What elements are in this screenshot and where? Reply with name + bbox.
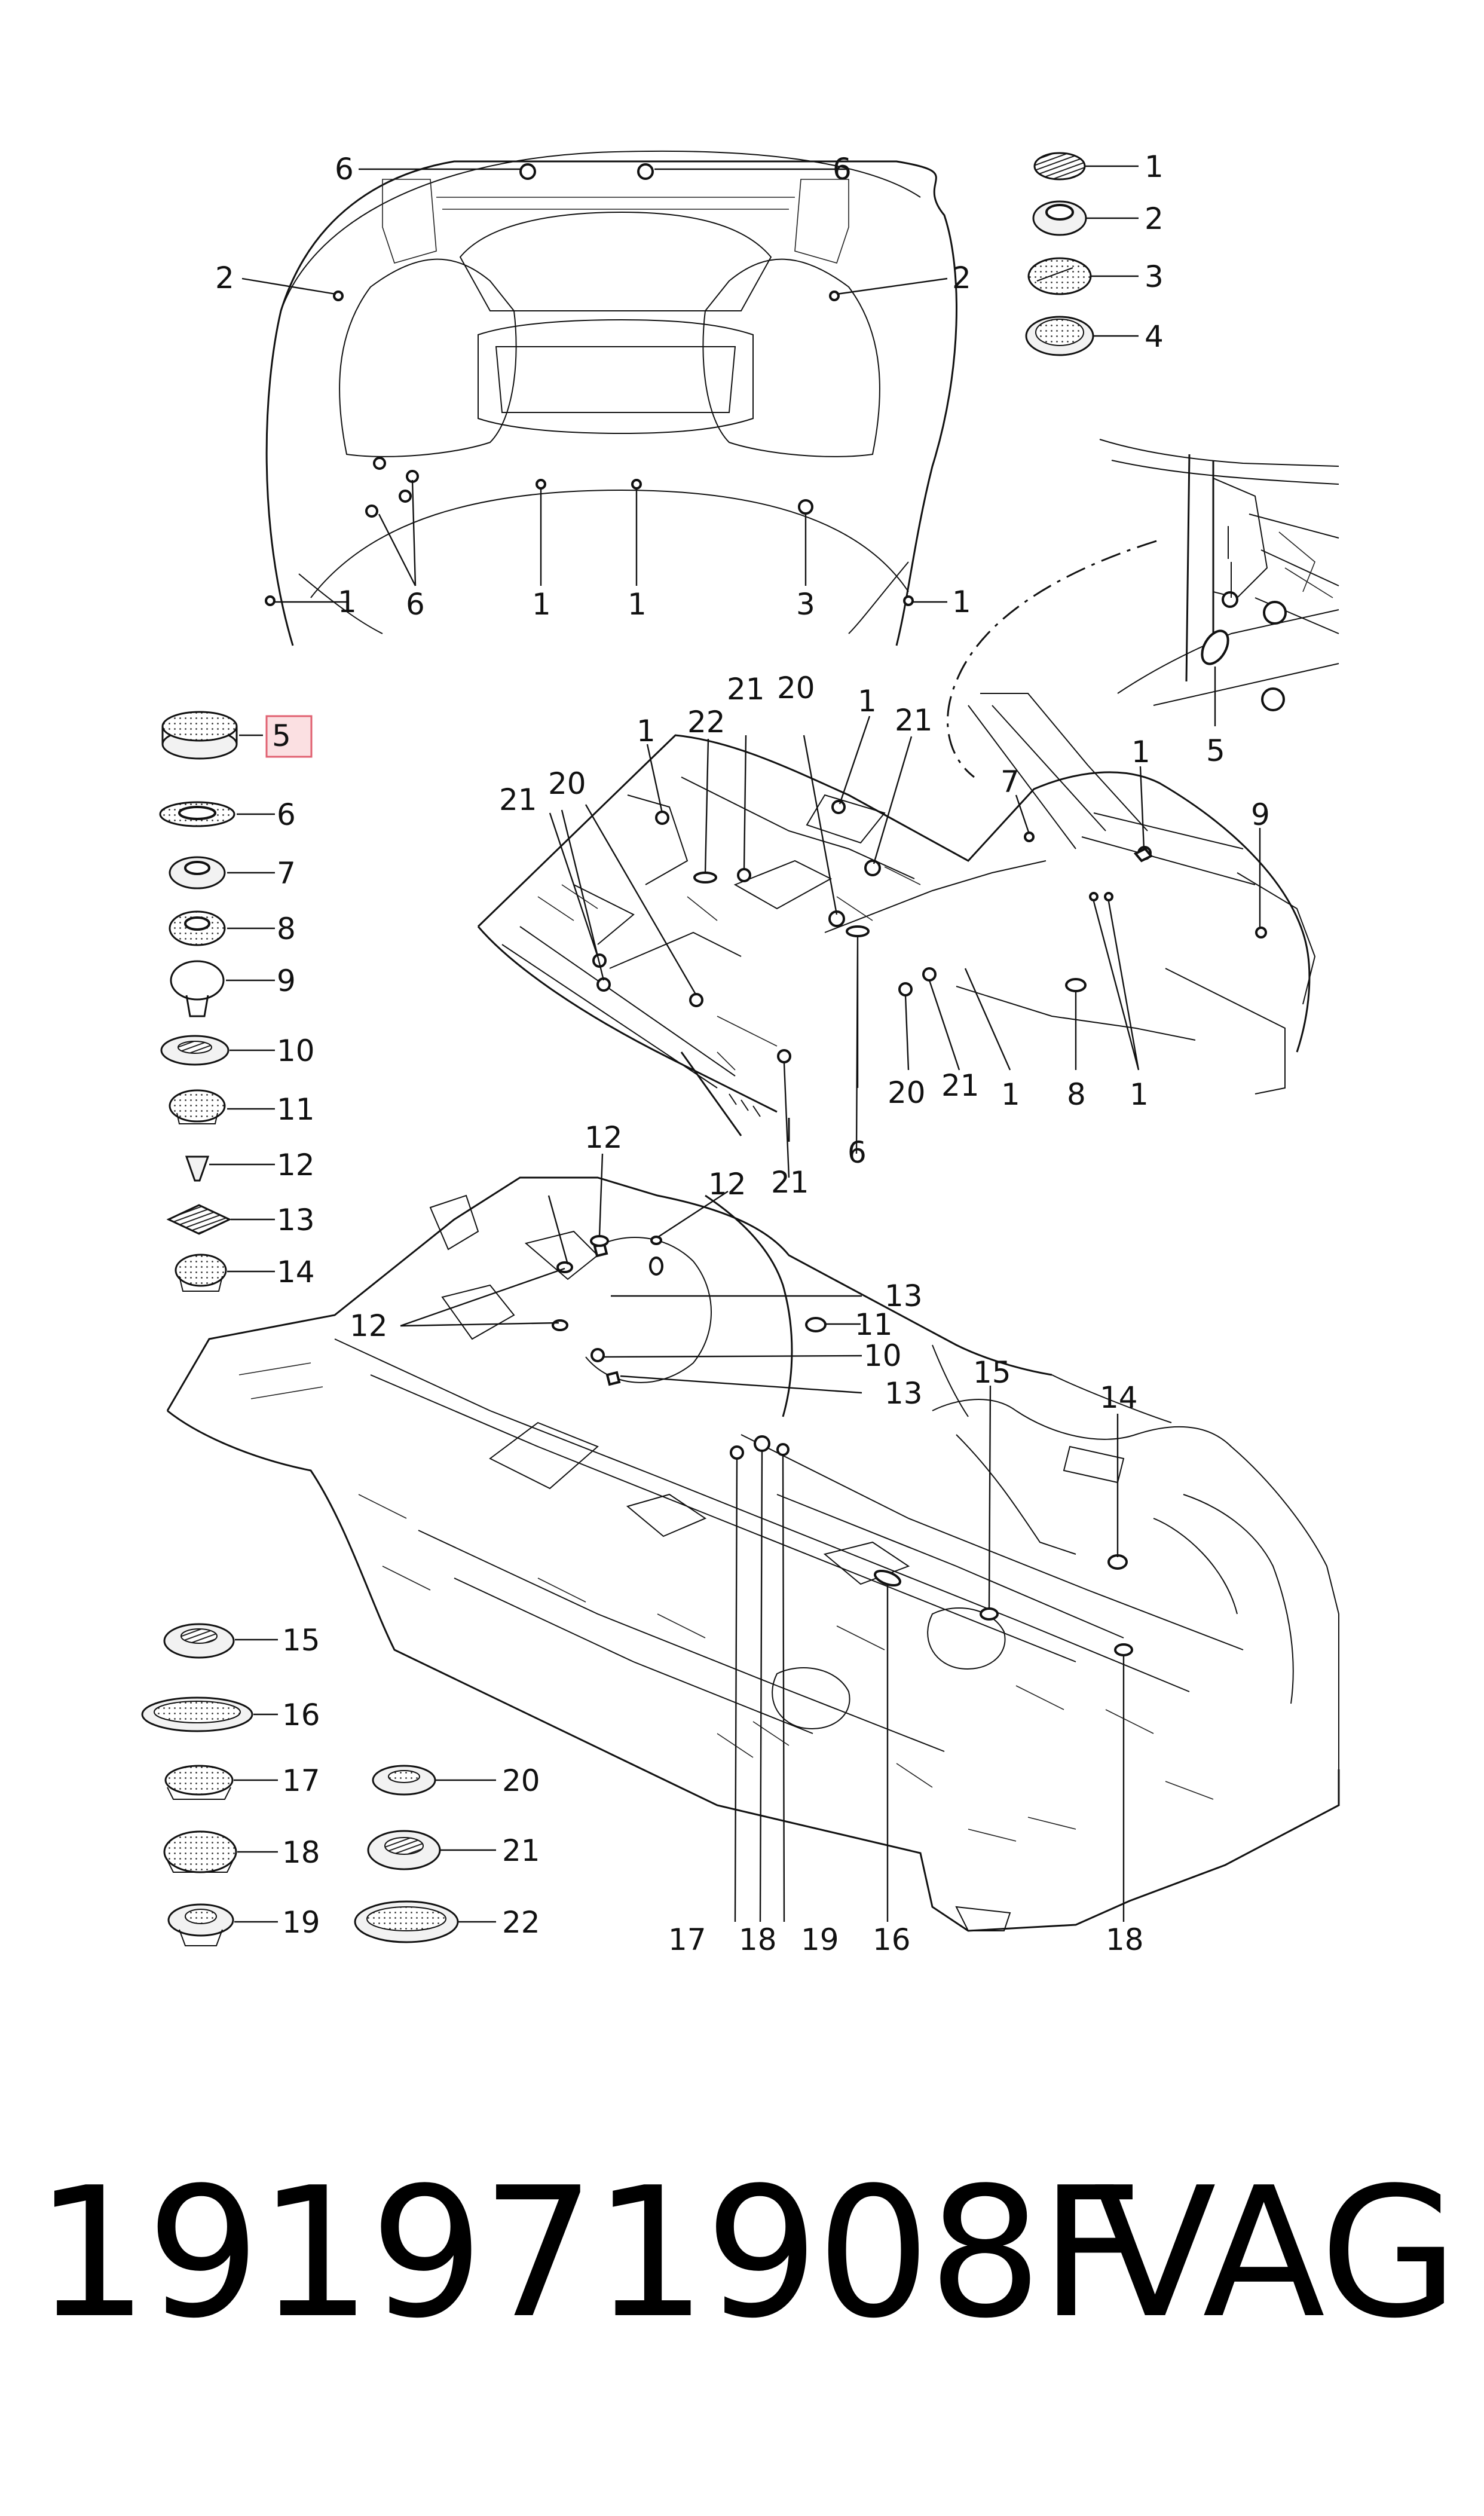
callout-label: 19 [801, 1922, 839, 1957]
callout-label: 8 [1067, 1077, 1086, 1112]
callout-label: 11 [855, 1307, 893, 1342]
callout-label: 1 [1001, 1077, 1020, 1112]
legend-bottom-right: 20 21 22 [354, 1763, 540, 1943]
callout-label: 16 [282, 1698, 320, 1732]
callout-label: 1 [628, 587, 647, 622]
callout-label: 12 [277, 1148, 315, 1182]
callout-label: 10 [864, 1338, 902, 1373]
callout-label: 18 [1106, 1922, 1144, 1957]
callout-label: 7 [277, 856, 296, 891]
callout-label: 8 [277, 912, 296, 946]
callout-label: 14 [1100, 1380, 1138, 1415]
plug-icon [163, 1830, 237, 1873]
grommet-icon [161, 711, 238, 742]
callout-label: 2 [1145, 201, 1164, 236]
callout-label: 20 [548, 766, 586, 801]
callout-label: 13 [277, 1203, 315, 1237]
brand-label: VAG [1094, 2149, 1458, 2358]
callout-label: 21 [499, 782, 537, 817]
callout-label: 19 [282, 1905, 320, 1940]
callout-label: 4 [1145, 319, 1164, 354]
callout-label: 21 [895, 703, 933, 738]
callout-label: 6 [833, 152, 852, 187]
callout-label: 12 [708, 1167, 746, 1202]
callout-label: 1 [858, 684, 877, 719]
detail-connector-line [947, 540, 1157, 778]
callout-label: 6 [335, 152, 354, 187]
callout-label: 18 [282, 1835, 320, 1870]
body-shell-callouts: 12 12 12 13 11 10 13 15 14 17 18 19 16 1… [350, 1120, 1144, 1957]
highlight-box [265, 715, 313, 758]
callout-label: 6 [847, 1135, 867, 1170]
callout-label: 1 [1130, 1077, 1149, 1112]
callout-label: 6 [406, 587, 425, 622]
callout-label: 21 [727, 672, 765, 707]
clip-icon [185, 1155, 210, 1182]
grommet-icon [1035, 319, 1084, 346]
inset-detail: 5 [1099, 439, 1339, 768]
callout-label: 9 [1251, 797, 1270, 832]
plug-icon [169, 1089, 226, 1123]
legend-top-right: 1 2 3 4 [1025, 149, 1164, 356]
callout-label: 1 [1145, 149, 1164, 184]
callout-label: 12 [350, 1309, 388, 1343]
callout-label: 6 [277, 797, 296, 832]
plug-icon [1027, 257, 1092, 295]
callout-label: 21 [771, 1165, 809, 1200]
callout-label: 17 [282, 1763, 320, 1798]
callout-label: 13 [885, 1376, 923, 1411]
hood-drawing [241, 150, 957, 646]
callout-label: 15 [973, 1355, 1011, 1390]
pad-icon [166, 1204, 232, 1235]
callout-label: 3 [796, 587, 815, 622]
callout-label: 1 [637, 714, 656, 748]
callout-label-highlighted: 5 [272, 719, 291, 753]
callout-label: 12 [585, 1120, 623, 1155]
callout-label: 9 [277, 964, 296, 998]
callout-label: 3 [1145, 259, 1164, 294]
callout-label: 17 [668, 1922, 706, 1957]
callout-label: 21 [502, 1833, 540, 1868]
legend-left: 5 6 7 8 9 10 11 12 13 14 [159, 711, 315, 1292]
callout-label: 20 [888, 1075, 926, 1110]
callout-label: 2 [215, 261, 234, 295]
callout-label: 1 [532, 587, 551, 622]
callout-label: 20 [502, 1763, 540, 1798]
callout-label: 14 [277, 1255, 315, 1289]
callout-label: 7 [1000, 765, 1020, 799]
part-footer: 191971908F VAG [0, 2146, 1484, 2361]
hood-callouts: 6 6 2 2 1 6 1 1 3 1 [215, 152, 971, 622]
floor-pan-callouts: 22 21 20 1 21 1 21 20 7 1 9 21 6 20 21 1… [499, 671, 1270, 1200]
callout-label: 20 [777, 671, 815, 705]
callout-label: 22 [687, 705, 726, 739]
callout-label: 15 [282, 1623, 320, 1658]
callout-label: 11 [277, 1092, 315, 1127]
grommet-icon [1045, 204, 1074, 221]
part-number: 191971908F [35, 2149, 1143, 2358]
plug-icon [175, 1254, 227, 1287]
callout-label: 18 [739, 1922, 777, 1957]
callout-label: 10 [277, 1034, 315, 1068]
floor-pan-drawing [477, 693, 1316, 1178]
callout-label: 2 [952, 261, 971, 295]
callout-label: 1 [338, 585, 357, 619]
plug-icon [164, 1765, 234, 1796]
callout-label: 22 [502, 1905, 540, 1940]
callout-label: 1 [952, 585, 971, 619]
callout-label: 21 [941, 1068, 980, 1103]
callout-label: 13 [885, 1279, 923, 1313]
body-shell-drawing [166, 1153, 1340, 1932]
clip-icon [170, 960, 225, 1001]
callout-label: 5 [1206, 733, 1225, 768]
callout-label: 16 [873, 1922, 911, 1957]
legend-bottom-left: 15 16 17 18 19 [141, 1623, 320, 1946]
callout-label: 1 [1131, 735, 1151, 769]
plug-icon [1033, 152, 1086, 181]
